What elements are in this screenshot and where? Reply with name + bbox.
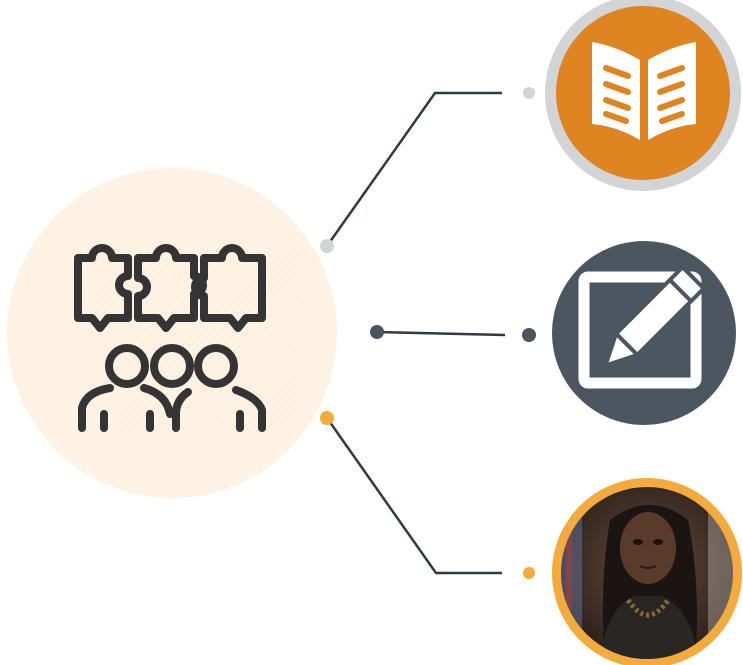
connector-edit-line [376,330,506,337]
node-portrait [552,478,742,665]
connector-edit-start-dot [370,325,384,339]
node-book [545,0,741,191]
connector-portrait-end-dot [523,567,535,579]
pencil-edit-icon [578,266,705,389]
node-edit [552,241,736,425]
connector-book [320,87,535,253]
connector-portrait-start-dot [320,411,334,425]
connector-book-line [325,91,502,247]
hub-node [7,168,337,498]
connector-edit-end-dot [522,328,536,342]
connector-edit [370,325,536,342]
connector-book-start-dot [320,239,334,253]
connector-book-end-dot [523,87,535,99]
connector-portrait-line [325,417,502,575]
node-book-fill [556,6,730,180]
connector-portrait [320,411,535,579]
team-puzzle-collaboration-icon [74,244,266,432]
open-book-icon [592,42,696,140]
